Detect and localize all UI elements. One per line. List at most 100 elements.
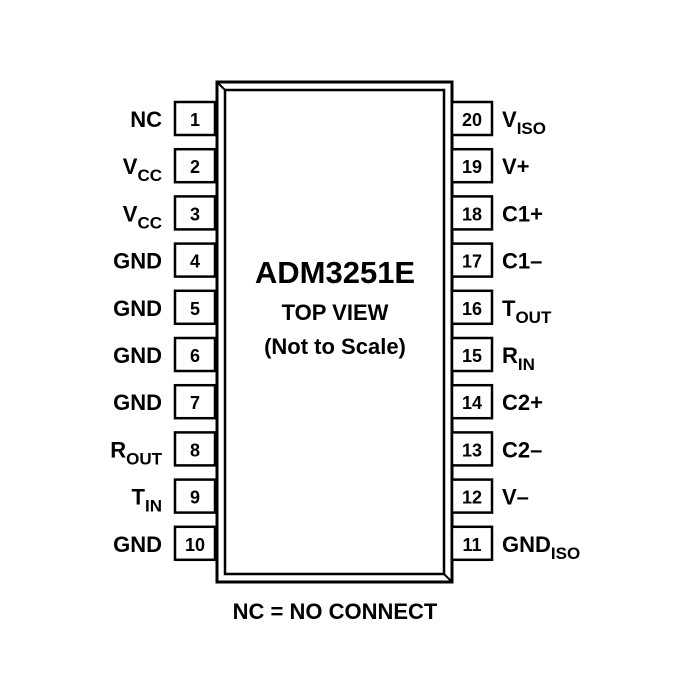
pin-label-main: C1– [502,249,542,274]
pin-label-main: T [502,296,516,321]
pin-number: 17 [462,252,482,272]
pin-label-main: C2+ [502,390,543,415]
pin-number: 10 [185,535,205,555]
pin-label: GND [113,390,162,415]
pin-15: 15 RIN [450,336,535,374]
pin-box [450,383,494,420]
pin-number: 20 [462,110,482,130]
pin-box [450,100,494,137]
pin-box [450,478,494,514]
pin-label-main: GND [113,296,162,321]
pin-box [450,289,494,326]
pin-label: VISO [502,107,546,138]
pin-label: C1+ [502,201,543,226]
pin-label: C2+ [502,390,543,415]
pin-number: 12 [462,488,482,508]
pin-box [173,147,217,184]
pin-label: RIN [502,343,535,374]
pin-box [450,195,494,231]
pin-label-main: V [123,154,138,179]
pin-label-main: NC [130,107,162,132]
pin-number: 2 [190,157,200,177]
pin-label: TOUT [502,296,552,327]
pin-14: 14 C2+ [450,383,543,420]
footnote: NC = NO CONNECT [233,599,438,624]
pin-5: 5 GND [113,289,217,326]
pin-19: 19 V+ [450,147,530,184]
chip-body [215,80,454,584]
pin-3: 3 VCC [123,195,217,232]
pin-1: 1 NC [130,100,217,137]
pin-box [450,525,494,562]
pin-box [173,525,217,562]
pin-label-main: V+ [502,154,530,179]
pin-label: GND [113,532,162,557]
pin-label-main: V [502,107,517,132]
pin-box [450,242,494,278]
pin-label-main: T [132,485,146,510]
pin-label-subscript: CC [137,213,162,232]
pin-label-main: C2– [502,437,542,462]
pin-box [173,100,217,137]
pin-label-main: GND [113,249,162,274]
pin-box [450,431,494,467]
pin-box [173,383,217,420]
pin-9: 9 TIN [132,478,217,516]
pin-8: 8 ROUT [110,431,217,468]
pin-label-subscript: ISO [517,119,546,138]
pin-11: 11 GNDISO [450,525,580,563]
pin-number: 16 [462,299,482,319]
pin-label-main: GND [502,532,551,557]
pin-number: 18 [462,204,482,224]
pin-label-subscript: OUT [126,449,163,468]
pin-12: 12 V– [450,478,529,514]
pin-box [173,431,217,467]
pin-label: V– [502,485,529,510]
pin-box [173,195,217,231]
pin-number: 19 [462,157,482,177]
pin-label: GNDISO [502,532,580,563]
pin-number: 9 [190,488,200,508]
pin-label: GND [113,249,162,274]
pin-label: GND [113,296,162,321]
pin-box [173,289,217,326]
pin-box [173,478,217,514]
pin-label: ROUT [110,437,162,468]
pin-number: 14 [462,393,482,413]
pin-label: C2– [502,437,542,462]
pin-number: 8 [190,440,200,460]
pin-label: TIN [132,485,162,516]
pin-label-main: GND [113,343,162,368]
pin-number: 3 [190,204,200,224]
pin-label: V+ [502,154,530,179]
pin-box [450,336,494,373]
scale-note: (Not to Scale) [264,334,406,359]
pin-10: 10 GND [113,525,217,562]
pin-number: 5 [190,299,200,319]
pin-label: NC [130,107,162,132]
pin-label-subscript: IN [518,355,535,374]
pin-2: 2 VCC [123,147,217,185]
pin-16: 16 TOUT [450,289,552,327]
pin-label-subscript: CC [137,166,162,185]
pin-number: 11 [462,535,481,555]
pin-label: GND [113,343,162,368]
pin-number: 15 [462,346,482,366]
pin-box [450,147,494,184]
pin-label: VCC [123,201,162,232]
pin-box [173,242,217,278]
pin-label-main: C1+ [502,201,543,226]
pin-label: C1– [502,249,542,274]
pin-label: VCC [123,154,162,185]
pin-number: 1 [190,110,200,130]
pin-number: 4 [190,252,200,272]
pin-18: 18 C1+ [450,195,543,231]
pin-label-subscript: ISO [551,544,580,563]
chip-name: ADM3251E [255,255,415,290]
pin-label-subscript: OUT [515,308,552,327]
pin-number: 13 [462,440,482,460]
pin-label-main: GND [113,390,162,415]
